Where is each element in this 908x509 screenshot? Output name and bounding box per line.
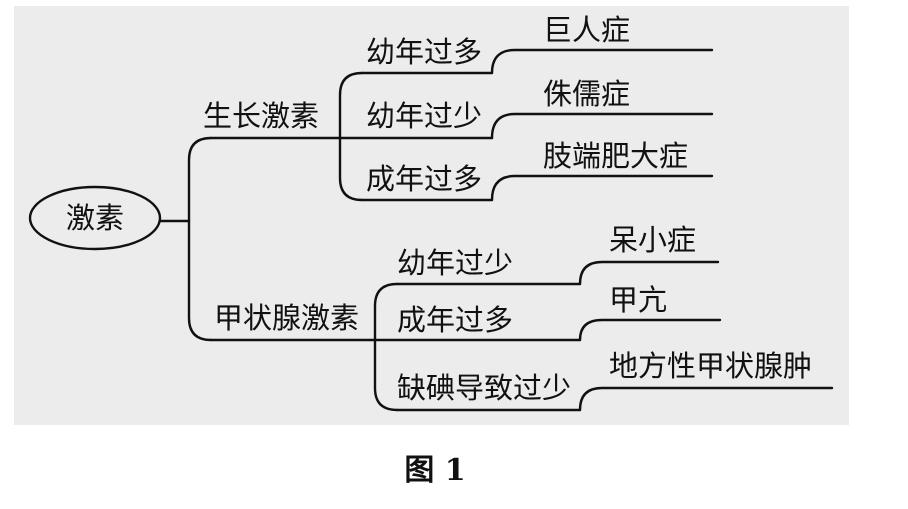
b1c1-result-line bbox=[490, 48, 714, 75]
b2c1-condition: 幼年过少 bbox=[397, 246, 513, 280]
b1c2-condition: 幼年过少 bbox=[366, 99, 482, 133]
b2c2-condition: 成年过多 bbox=[397, 303, 513, 337]
b2c3-result: 地方性甲状腺肿 bbox=[609, 349, 812, 383]
b1c2-result-line bbox=[490, 112, 714, 140]
b1c1-condition: 幼年过多 bbox=[366, 35, 482, 69]
root-node: 激素 bbox=[28, 185, 162, 251]
b2c1-result: 呆小症 bbox=[609, 223, 696, 257]
b2c3-condition: 缺碘导致过少 bbox=[397, 371, 571, 405]
b1c3-result: 肢端肥大症 bbox=[543, 139, 688, 173]
b1c3-result-line bbox=[490, 174, 714, 202]
b2c2-result-line bbox=[578, 318, 722, 342]
branch-2-bracket bbox=[373, 282, 399, 412]
b1c1-result: 巨人症 bbox=[543, 13, 630, 47]
root-bracket bbox=[187, 136, 213, 342]
branch-1-label: 生长激素 bbox=[203, 99, 319, 133]
b1c3-condition: 成年过多 bbox=[366, 162, 482, 196]
branch-1: 生长激素 幼年过多 幼年过少 成年过多 巨人症 侏儒症 肢端肥大症 bbox=[203, 13, 688, 196]
b2c2-result: 甲亢 bbox=[609, 283, 667, 317]
root-ellipse bbox=[28, 185, 162, 251]
root-label: 激素 bbox=[66, 201, 124, 235]
branch-2: 甲状腺激素 幼年过少 成年过多 缺碘导致过少 呆小症 甲亢 地方性甲状腺肿 bbox=[214, 223, 812, 405]
b2c1-result-line bbox=[578, 260, 720, 286]
figure-caption: 图 1 bbox=[404, 453, 465, 488]
b1c2-result: 侏儒症 bbox=[543, 77, 630, 111]
branch-2-label: 甲状腺激素 bbox=[214, 301, 359, 335]
b2c3-result-line bbox=[578, 386, 834, 412]
connector-lines bbox=[158, 48, 834, 412]
branch-1-bracket bbox=[338, 71, 364, 202]
